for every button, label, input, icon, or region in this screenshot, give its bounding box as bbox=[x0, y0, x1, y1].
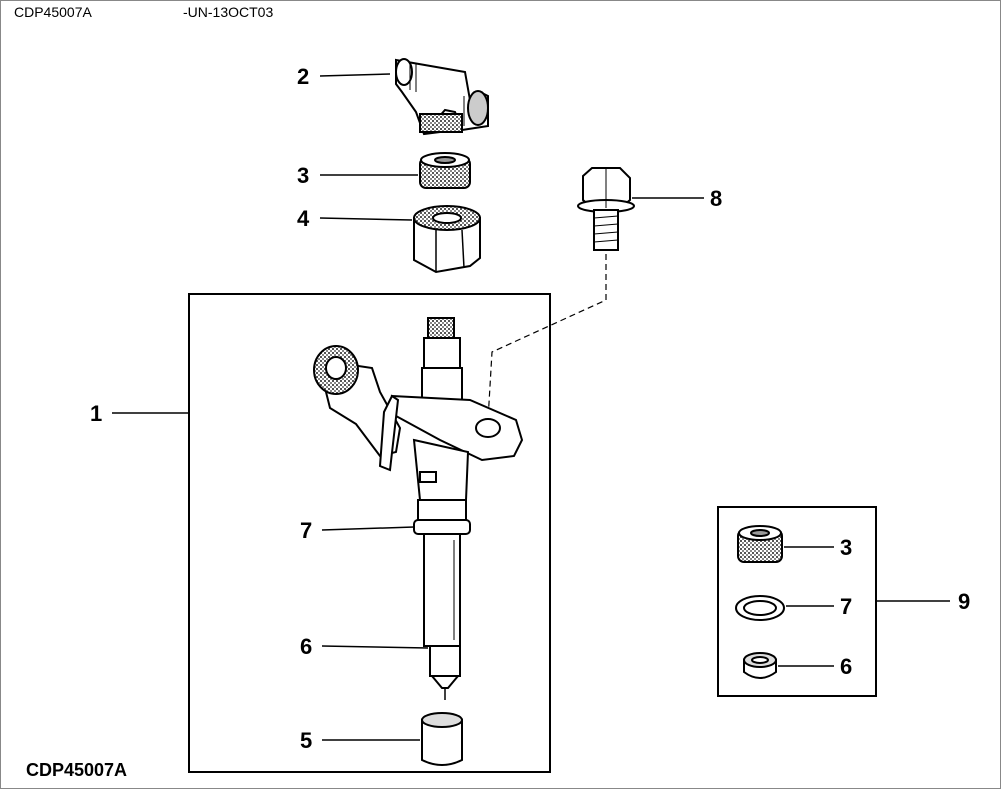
callout-5: 5 bbox=[300, 728, 312, 753]
kit-callout-7: 7 bbox=[840, 594, 852, 619]
bolt-icon bbox=[577, 167, 635, 251]
callout-1: 1 bbox=[90, 401, 102, 426]
figure-code-footer: CDP45007A bbox=[26, 760, 128, 780]
date-code-header: -UN-13OCT03 bbox=[183, 4, 274, 20]
seal-washer-icon bbox=[737, 525, 783, 563]
seal-washer-icon bbox=[419, 152, 471, 189]
bolt-alignment-line bbox=[487, 254, 607, 421]
injector-icon bbox=[313, 317, 524, 700]
leader-lines bbox=[112, 73, 950, 741]
callout-4: 4 bbox=[297, 206, 310, 231]
nut-icon bbox=[413, 205, 481, 274]
tee-fitting-icon bbox=[395, 58, 489, 136]
callout-3: 3 bbox=[297, 163, 309, 188]
callout-9: 9 bbox=[958, 589, 970, 614]
kit-callout-3: 3 bbox=[840, 535, 852, 560]
callout-8: 8 bbox=[710, 186, 722, 211]
kit-callout-6: 6 bbox=[840, 654, 852, 679]
sealing-ring-icon bbox=[743, 652, 777, 679]
nozzle-cap-icon bbox=[421, 712, 463, 766]
figure-code-header: CDP45007A bbox=[14, 4, 92, 20]
injector-group-box bbox=[188, 293, 551, 773]
callout-6: 6 bbox=[300, 634, 312, 659]
callout-7: 7 bbox=[300, 518, 312, 543]
callout-2: 2 bbox=[297, 64, 309, 89]
o-ring-icon bbox=[735, 595, 785, 621]
